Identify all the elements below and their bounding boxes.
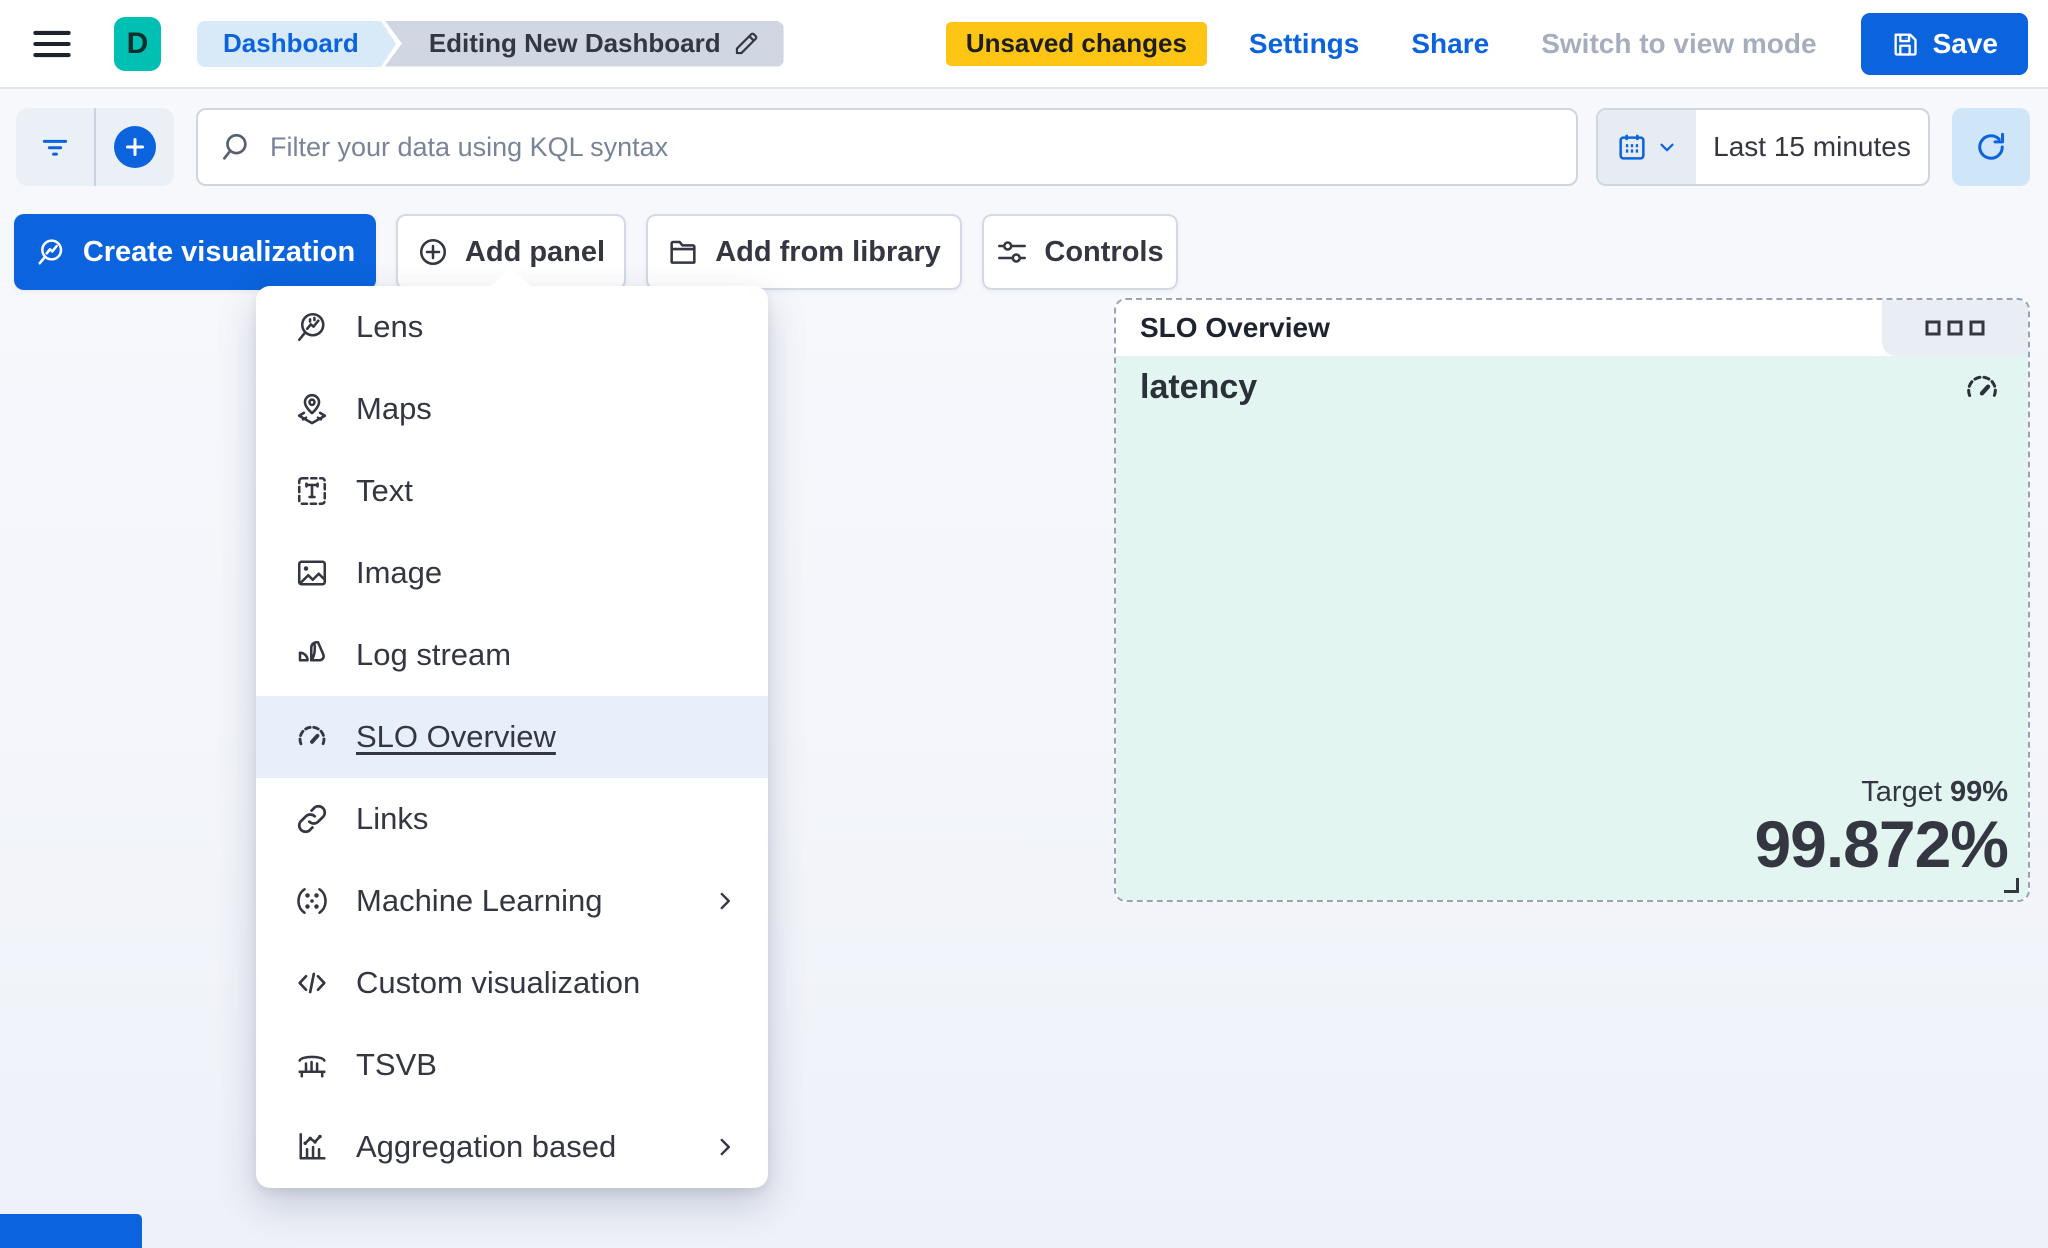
save-button[interactable]: Save <box>1860 12 2028 75</box>
aggregation-icon <box>294 1129 330 1165</box>
menu-item-label: Links <box>356 801 429 836</box>
panel-title: SLO Overview <box>1140 312 1330 343</box>
text-icon <box>294 473 330 509</box>
menu-item-tsvb[interactable]: TSVB <box>256 1024 768 1106</box>
menu-item-text[interactable]: Text <box>256 450 768 532</box>
plus-in-circle-outline-icon <box>417 236 449 268</box>
settings-link[interactable]: Settings <box>1248 27 1360 59</box>
menu-item-slo-overview[interactable]: SLO Overview <box>256 696 768 778</box>
calendar-icon <box>1616 131 1648 163</box>
top-header: D Dashboard Editing New Dashboard Unsave… <box>0 0 2048 89</box>
breadcrumb-current[interactable]: Editing New Dashboard <box>384 20 784 67</box>
breadcrumb: Dashboard Editing New Dashboard <box>197 20 784 67</box>
menu-item-links[interactable]: Links <box>256 778 768 860</box>
popover-arrow <box>489 267 533 288</box>
hamburger-icon <box>33 29 71 59</box>
target-value: 99% <box>1949 775 2008 808</box>
breadcrumb-dashboard[interactable]: Dashboard <box>197 20 396 67</box>
filter-button[interactable] <box>16 108 96 186</box>
add-from-library-label: Add from library <box>715 235 941 268</box>
lens-icon <box>35 236 67 268</box>
sliders-icon <box>996 236 1028 268</box>
filter-icon <box>38 130 72 164</box>
menu-item-custom-visualization[interactable]: Custom visualization <box>256 942 768 1024</box>
slo-metric-body: latency Target 99% 99.872% <box>1116 356 2028 900</box>
create-visualization-button[interactable]: Create visualization <box>14 214 376 290</box>
menu-item-label: Machine Learning <box>356 883 603 918</box>
save-icon <box>1891 30 1919 58</box>
slo-name-label: latency <box>1140 368 1258 406</box>
menu-item-label: Custom visualization <box>356 965 641 1000</box>
plus-in-circle-icon <box>114 126 156 168</box>
panel-drag-header[interactable]: SLO Overview <box>1116 300 2028 356</box>
chevron-right-icon <box>712 1134 738 1160</box>
gauge-icon <box>294 719 330 755</box>
chevron-right-icon <box>712 888 738 914</box>
add-panel-menu: Lens Maps Text <box>256 286 768 1188</box>
filter-control-group <box>16 108 174 186</box>
boxes-horizontal-icon <box>1924 318 1986 338</box>
add-panel-label: Add panel <box>464 235 606 268</box>
switch-view-mode-link[interactable]: Switch to view mode <box>1541 27 1817 59</box>
time-range-picker: Last 15 minutes <box>1596 108 1930 186</box>
menu-item-label: Aggregation based <box>356 1129 617 1164</box>
lens-icon <box>294 309 330 345</box>
menu-item-aggregation-based[interactable]: Aggregation based <box>256 1106 768 1188</box>
menu-item-label: Image <box>356 555 443 590</box>
share-link[interactable]: Share <box>1411 27 1490 59</box>
menu-item-label: Text <box>356 473 413 508</box>
unsaved-changes-badge: Unsaved changes <box>945 21 1207 66</box>
link-icon <box>294 801 330 837</box>
image-icon <box>294 555 330 591</box>
search-icon <box>218 130 252 164</box>
menu-item-maps[interactable]: Maps <box>256 368 768 450</box>
menu-hamburger-button[interactable] <box>30 22 74 66</box>
menu-item-image[interactable]: Image <box>256 532 768 614</box>
time-range-value[interactable]: Last 15 minutes <box>1696 110 1928 184</box>
sli-value: 99.872% <box>1754 806 2009 881</box>
chevron-down-icon <box>1656 136 1678 158</box>
slo-overview-panel: SLO Overview latency Target 99% 99.872% <box>1114 298 2030 902</box>
kql-search-bar <box>196 108 1578 186</box>
create-visualization-label: Create visualization <box>82 235 356 268</box>
menu-item-label: Lens <box>356 309 424 344</box>
panel-resize-handle[interactable] <box>2004 878 2019 893</box>
menu-item-lens[interactable]: Lens <box>256 286 768 368</box>
clipped-panel-edge <box>0 1214 142 1248</box>
slo-metric-values: Target 99% 99.872% <box>1754 775 2009 881</box>
space-avatar[interactable]: D <box>114 16 161 71</box>
pencil-icon <box>733 30 760 57</box>
folder-icon <box>667 236 699 268</box>
log-stream-icon <box>294 637 330 673</box>
add-filter-button[interactable] <box>96 108 174 186</box>
tsvb-icon <box>294 1047 330 1083</box>
breadcrumb-current-label: Editing New Dashboard <box>428 28 721 58</box>
menu-item-log-stream[interactable]: Log stream <box>256 614 768 696</box>
code-icon <box>294 965 330 1001</box>
save-button-label: Save <box>1932 27 1998 59</box>
controls-label: Controls <box>1044 235 1164 268</box>
controls-button[interactable]: Controls <box>982 214 1178 290</box>
maps-icon <box>294 391 330 427</box>
menu-item-machine-learning[interactable]: Machine Learning <box>256 860 768 942</box>
panel-options-button[interactable] <box>1882 300 2028 356</box>
menu-item-label: Maps <box>356 391 432 426</box>
menu-item-label: SLO Overview <box>356 719 556 754</box>
refresh-icon <box>1973 129 2009 165</box>
gauge-icon <box>1962 368 2002 408</box>
menu-item-label: TSVB <box>356 1047 437 1082</box>
refresh-button[interactable] <box>1952 108 2030 186</box>
date-quick-select-button[interactable] <box>1598 110 1696 184</box>
add-from-library-button[interactable]: Add from library <box>646 214 962 290</box>
target-label: Target <box>1861 775 1942 808</box>
machine-learning-icon <box>294 883 330 919</box>
menu-item-label: Log stream <box>356 637 512 672</box>
kql-search-input[interactable] <box>270 131 1556 163</box>
